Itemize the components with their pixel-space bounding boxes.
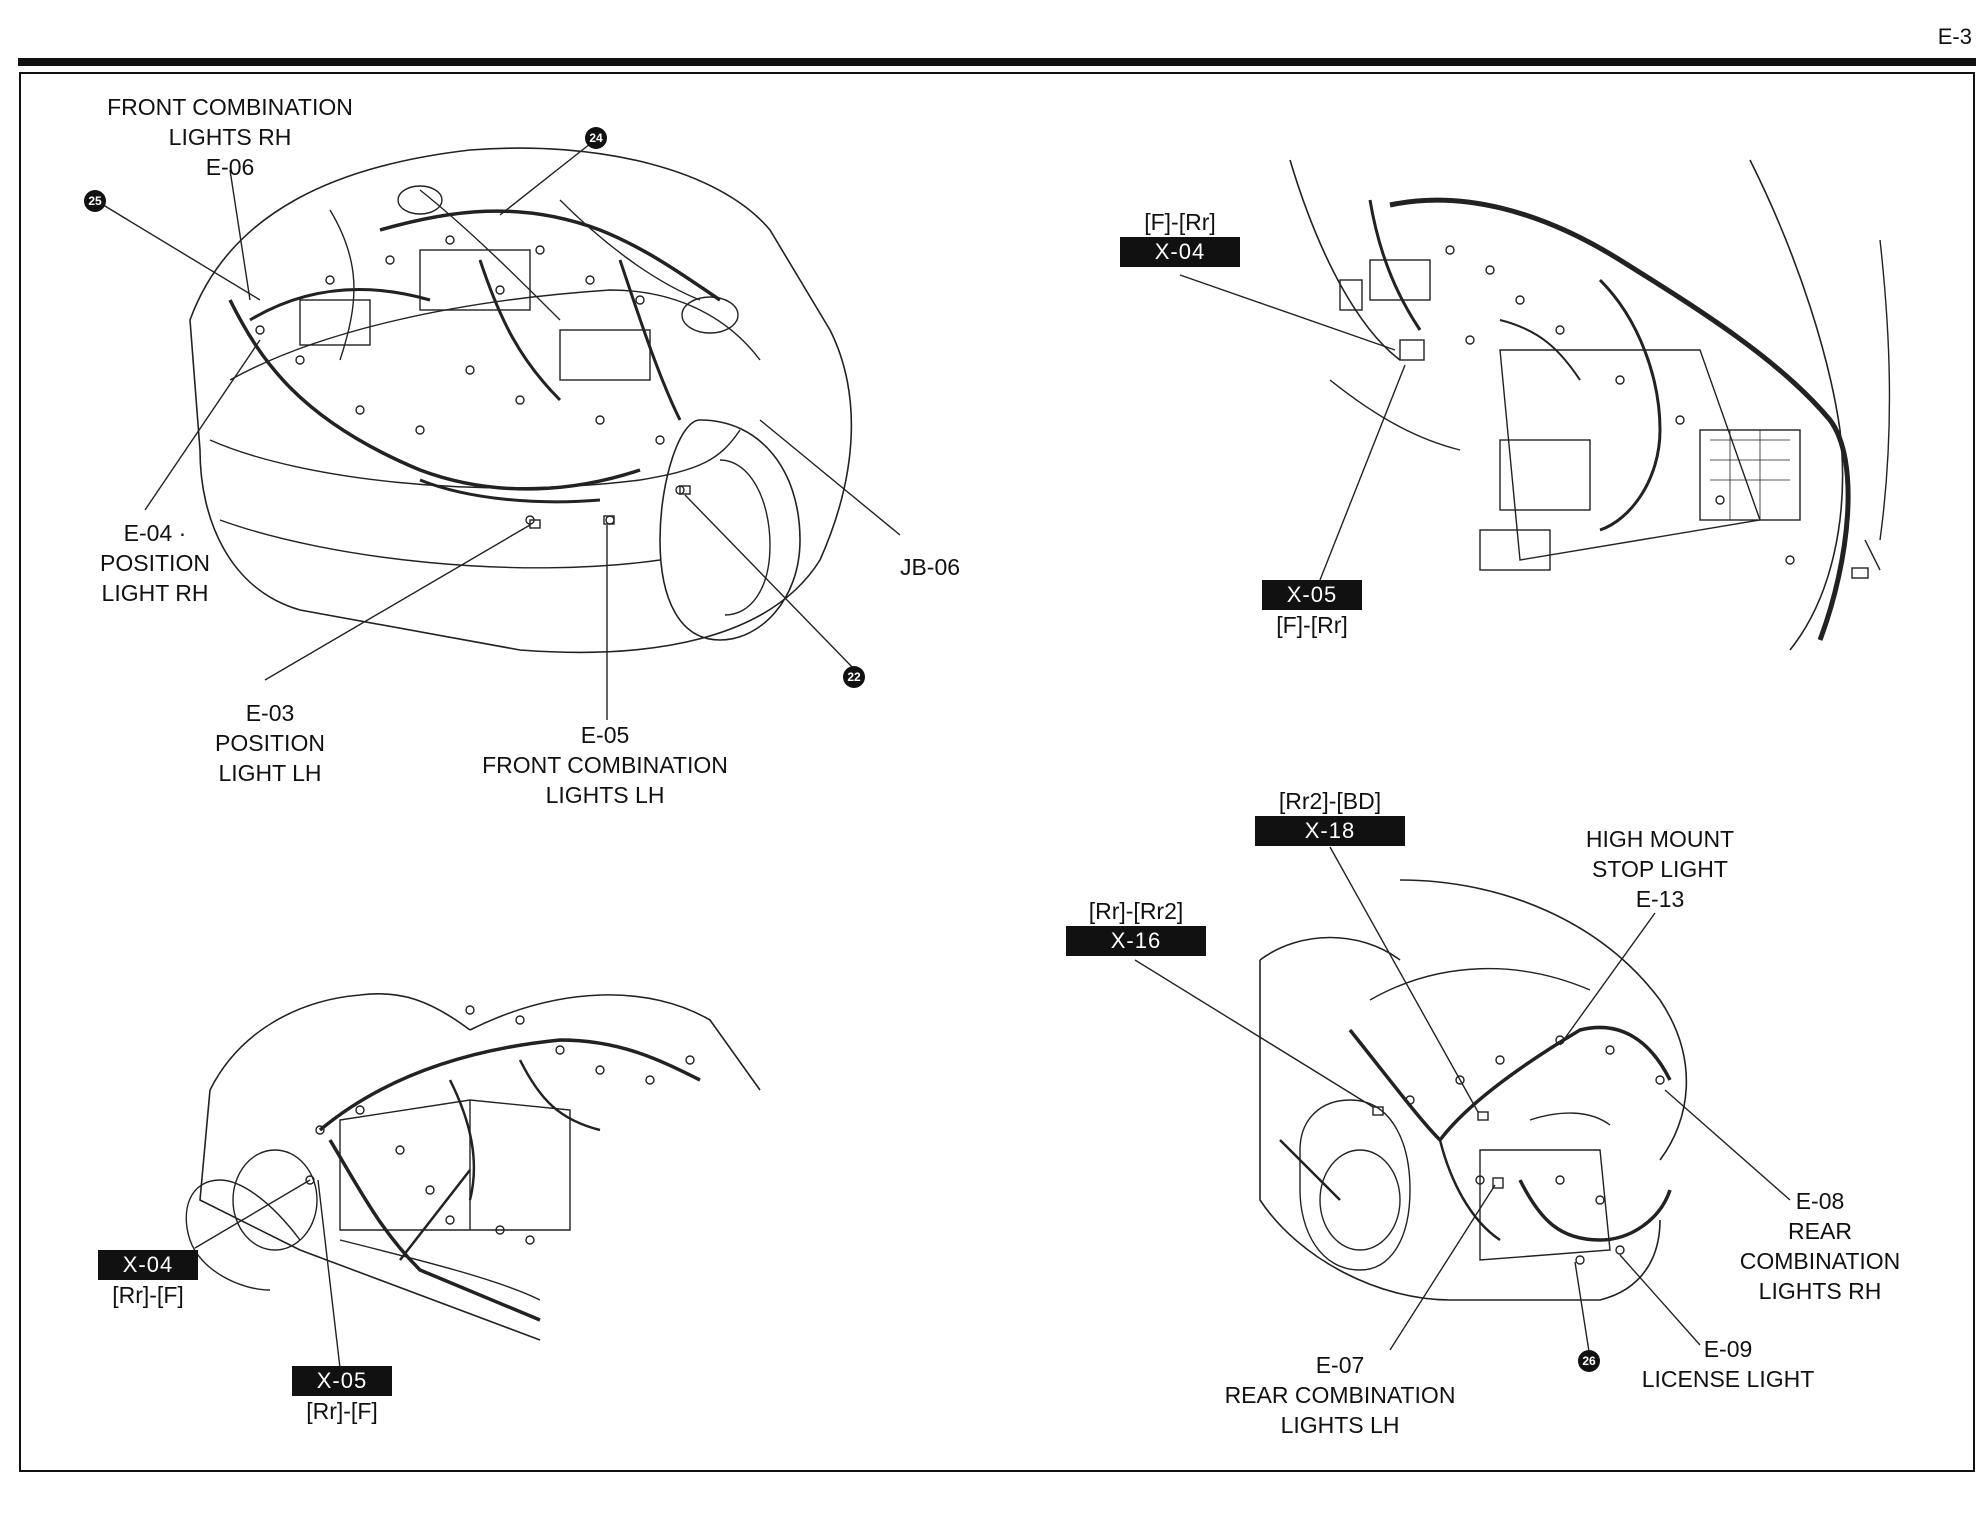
callout-badge-26: 26 [1578,1350,1600,1372]
connector-code-box: X-05 [292,1366,392,1396]
label-side: [Rr]-[F] [306,1398,378,1424]
label-side: [Rr2]-[BD] [1278,788,1382,814]
label-code: E-06 [205,154,255,180]
label-floor-x05: X-05 [F]-[Rr] [1262,580,1362,640]
label-side: [Rr]-[F] [112,1282,184,1308]
label-side: [Rr]-[Rr2] [1088,898,1184,924]
label-floor-x04: [F]-[Rr] X-04 [1120,207,1240,267]
connector-code: X-05 [1262,580,1362,610]
label-line: POSITION [215,730,325,756]
label-code: E-03 [245,700,295,726]
connector-code: X-05 [292,1366,392,1396]
label-rear-x16: [Rr]-[Rr2] X-16 [1066,896,1206,956]
label-code: JB-06 [899,554,961,580]
label-line: LIGHTS LH [545,782,665,808]
label-code: E-04 · [123,520,187,546]
label-line: LIGHTS LH [1280,1412,1400,1438]
label-body-x04: X-04 [Rr]-[F] [98,1250,198,1310]
connector-code-box: X-04 [98,1250,198,1280]
diagram-frame [19,72,1975,1472]
label-license-light: E-09 LICENSE LIGHT [1628,1334,1828,1394]
label-line: FRONT COMBINATION [107,94,353,120]
label-body-x05: X-05 [Rr]-[F] [292,1366,392,1426]
label-front-combination-lights-rh: FRONT COMBINATION LIGHTS RH E-06 [90,92,370,182]
label-side: [F]-[Rr] [1144,209,1216,235]
label-code: E-05 [580,722,630,748]
label-line: REAR COMBINATION [1224,1382,1456,1408]
label-code: E-13 [1635,886,1685,912]
engine-bay-illustration [94,139,901,720]
label-line: LIGHTS RH [1758,1278,1882,1304]
label-position-light-lh: E-03 POSITION LIGHT LH [180,698,360,788]
label-line: FRONT COMBINATION [482,752,728,778]
connector-code: X-16 [1066,926,1206,956]
label-code: E-08 [1795,1188,1845,1214]
connector-code: X-18 [1255,816,1405,846]
connector-code-box: X-04 [1120,237,1240,267]
label-line: POSITION [100,550,210,576]
label-rear-combination-lights-lh: E-07 REAR COMBINATION LIGHTS LH [1210,1350,1470,1440]
callout-badge-25: 25 [84,190,106,212]
callout-badge-24: 24 [585,127,607,149]
label-front-combination-lights-lh: E-05 FRONT COMBINATION LIGHTS LH [460,720,750,810]
label-line: HIGH MOUNT [1585,826,1735,852]
label-position-light-rh: E-04 · POSITION LIGHT RH [60,518,250,608]
label-line: STOP LIGHT [1592,856,1728,882]
label-rear-x18: [Rr2]-[BD] X-18 [1255,786,1405,846]
rear-illustration [1134,846,1791,1359]
label-rear-combination-lights-rh: E-08 REAR COMBINATION LIGHTS RH [1720,1186,1920,1306]
label-line: COMBINATION [1739,1248,1901,1274]
label-line: REAR [1788,1218,1852,1244]
label-line: LIGHT LH [218,760,322,786]
page-number: E-3 [1937,24,1972,49]
label-side: [F]-[Rr] [1276,612,1348,638]
body-side-illustration [185,992,761,1369]
callout-badge-22: 22 [843,666,865,688]
label-junction-block: JB-06 [880,552,980,582]
connector-code: X-04 [1120,237,1240,267]
label-line: LIGHT RH [101,580,209,606]
connector-code-box: X-18 [1255,816,1405,846]
floor-harness-illustration [1179,159,1891,651]
label-line: LICENSE LIGHT [1641,1366,1815,1392]
header-rule [18,58,1976,66]
connector-code-box: X-16 [1066,926,1206,956]
label-code: E-09 [1703,1336,1753,1362]
label-high-mount-stop-light: HIGH MOUNT STOP LIGHT E-13 [1560,824,1760,914]
label-code: E-07 [1315,1352,1365,1378]
label-line: LIGHTS RH [168,124,292,150]
connector-code-box: X-05 [1262,580,1362,610]
connector-code: X-04 [98,1250,198,1280]
